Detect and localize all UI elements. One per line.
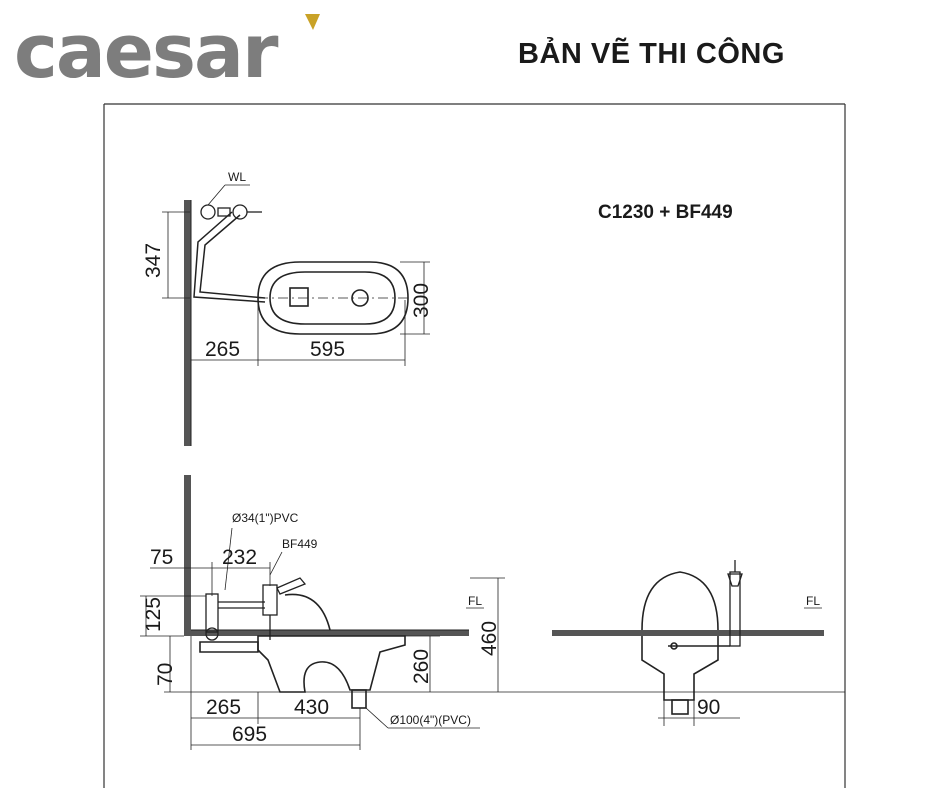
supply-pipe <box>199 214 266 299</box>
dim-265-side: 265 <box>206 696 241 719</box>
dim-595: 595 <box>310 338 345 361</box>
logo-accent-mark <box>305 14 320 30</box>
model-label: C1230 + BF449 <box>598 202 733 223</box>
dim-90: 90 <box>697 696 720 719</box>
wall-hatch-side <box>184 475 191 635</box>
drawing-frame <box>103 103 846 788</box>
supply-pipe-front <box>727 560 743 647</box>
dim-347: 347 <box>142 243 165 278</box>
dim-125: 125 <box>142 597 165 632</box>
dim-265-top: 265 <box>205 338 240 361</box>
squat-pan-front <box>641 571 730 715</box>
front-view: FL 90 <box>552 560 824 726</box>
dim-75: 75 <box>150 546 173 569</box>
wall-hatch <box>184 200 191 446</box>
pipe-label: Ø34(1")PVC <box>232 511 299 525</box>
squat-pan-side <box>199 593 406 709</box>
side-view: FL Ø34(1")PVC BF449 <box>140 475 845 750</box>
top-view: WL 347 300 265 595 <box>142 170 433 446</box>
page-title: BẢN VẼ THI CÔNG <box>518 38 785 70</box>
valve-label: BF449 <box>282 537 318 551</box>
floor-hatch-front <box>552 630 824 636</box>
wl-label: WL <box>228 170 246 184</box>
dim-460: 460 <box>478 621 501 656</box>
dim-300: 300 <box>410 283 433 318</box>
squat-pan-top <box>257 261 409 335</box>
dim-232: 232 <box>222 546 257 569</box>
fl-label-side: FL <box>468 594 482 608</box>
dim-695: 695 <box>232 723 267 746</box>
dim-70: 70 <box>154 663 177 686</box>
dim-260: 260 <box>410 649 433 684</box>
caesar-logo: caesar <box>14 9 320 95</box>
dim-430: 430 <box>294 696 329 719</box>
fl-label-front: FL <box>806 594 820 608</box>
outlet-label: Ø100(4")(PVC) <box>390 713 471 727</box>
floor-hatch <box>184 630 469 636</box>
logo-wordmark: caesar <box>14 9 279 95</box>
